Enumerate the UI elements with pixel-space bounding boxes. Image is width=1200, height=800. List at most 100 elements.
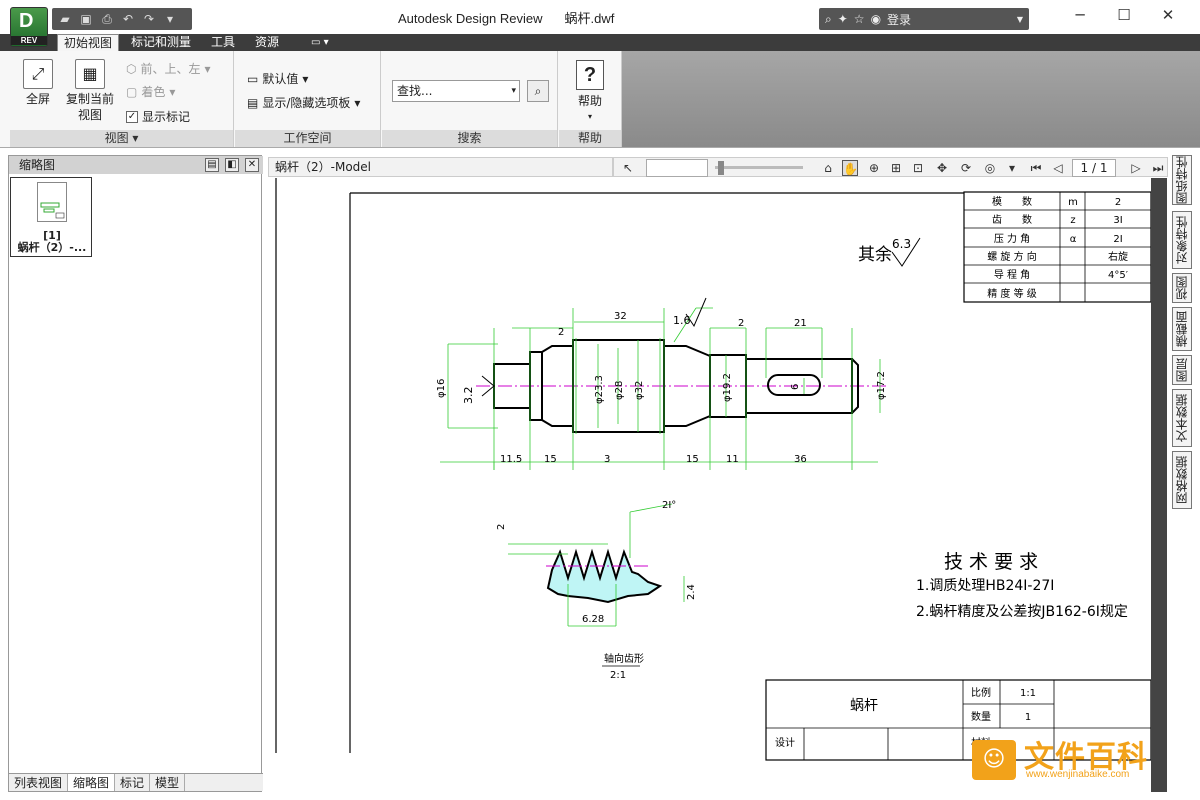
- dim-top: 2: [738, 318, 744, 329]
- customize-icon[interactable]: ▾: [166, 12, 174, 26]
- pane-title: 缩略图: [19, 158, 56, 172]
- page-thumbnail[interactable]: [1] 蜗杆（2）-...: [10, 177, 92, 257]
- page-number-input[interactable]: 1 / 1: [1072, 159, 1116, 177]
- first-page-icon[interactable]: ⏮: [1030, 161, 1042, 175]
- signin-dropdown-icon[interactable]: ▼: [1016, 14, 1023, 24]
- scale-label: 比例: [971, 686, 991, 699]
- roughness-label-2: 3.2: [462, 387, 475, 405]
- close-button[interactable]: ✕: [1161, 6, 1175, 24]
- tab-markups[interactable]: 标记: [115, 774, 151, 791]
- find-input[interactable]: 查找...▾: [392, 80, 520, 102]
- front-top-left-button[interactable]: ⬡前、上、左▾: [126, 60, 211, 77]
- find-dropdown-icon[interactable]: ▾: [511, 86, 516, 96]
- fullscreen-icon: ⤢: [23, 59, 53, 89]
- binoculars-icon[interactable]: ⌕: [825, 11, 832, 26]
- steering-wheel-icon[interactable]: ◎: [984, 161, 996, 175]
- ribbon: ⤢ 全屏 ▦ 复制当前 视图 ⬡前、上、左▾ ▢着色▾ ✓显示标记 视图 ▾ ▭…: [0, 51, 1200, 148]
- panel-workspace: ▭默认值▾ ▤显示/隐藏选项板▾ 工作空间: [235, 51, 381, 147]
- fit-window-icon[interactable]: ⊡: [912, 161, 924, 175]
- favorites-icon[interactable]: ☆: [853, 12, 865, 26]
- select-cursor-icon[interactable]: ↖: [622, 161, 634, 175]
- technical-requirements: 技 术 要 求 1.调质处理HB24I-27I 2.蜗杆精度及公差按JB162-…: [916, 551, 1128, 620]
- ribbon-minimize-icon[interactable]: ▭ ▾: [311, 37, 329, 48]
- thumbnail-preview: [37, 182, 67, 222]
- title-bar: D REV ▰ ▣ ⎙ ↶ ↷ ▾ Autodesk Design Review…: [0, 0, 1200, 47]
- view-toolbar: ↖ ⌂ ✋ ⊕ ⊞ ⊡ ✥ ⟳ ◎ ▾ ⏮ ◁ 1 / 1 ▷ ⏭: [613, 157, 1168, 177]
- default-workspace-button[interactable]: ▭默认值▾: [247, 70, 308, 87]
- help-button[interactable]: 帮助▾: [570, 93, 610, 125]
- tab-thumbnails[interactable]: 缩略图: [68, 774, 116, 791]
- thumbnail-drawing: [40, 202, 65, 219]
- pane-dock-icon[interactable]: ◧: [225, 158, 239, 172]
- fullscreen-button[interactable]: ⤢ 全屏: [18, 59, 58, 107]
- panel-view-title[interactable]: 视图 ▾: [10, 130, 233, 147]
- tab-markup-measure[interactable]: 标记和测量: [131, 35, 192, 49]
- panel-view-title-text: 视图: [104, 131, 129, 145]
- tab-tools[interactable]: 工具: [211, 35, 236, 49]
- comm-icon[interactable]: ✦: [837, 12, 848, 26]
- pane-options-icon[interactable]: ▤: [205, 158, 219, 172]
- tab-model[interactable]: 模型: [150, 774, 186, 791]
- zoom-icon[interactable]: ⊕: [868, 161, 880, 175]
- turntable-icon[interactable]: ⟳: [960, 161, 972, 175]
- file-name: 蜗杆.dwf: [564, 11, 615, 26]
- find-binoculars-icon[interactable]: ⌕: [527, 80, 549, 102]
- tab-sheet-properties[interactable]: 图纸特性: [1172, 155, 1192, 205]
- maximize-button[interactable]: ☐: [1117, 6, 1131, 24]
- pane-close-icon[interactable]: ✕: [245, 158, 259, 172]
- technical-drawing: 模 数 m 2 齿 数 z 3I 压 力 角 α 2I 螺 旋 方 向 右旋 导…: [275, 178, 1152, 761]
- spec-cell: 4°5′: [1108, 270, 1129, 281]
- open-icon[interactable]: ▰: [60, 12, 70, 26]
- copy-view-button[interactable]: ▦ 复制当前 视图: [64, 59, 116, 123]
- orbit-icon[interactable]: ✥: [936, 161, 948, 175]
- dim-vertical: φ28: [614, 381, 625, 400]
- panel-workspace-title: 工作空间: [235, 130, 380, 147]
- dropdown-icon: ▾: [354, 95, 361, 110]
- minimize-button[interactable]: ─: [1075, 6, 1085, 24]
- palette-side-tabs: 图纸特性 对象特性 视图 横截面 图层 文本数据 网格数据: [1172, 155, 1194, 515]
- dim-top: 21: [794, 318, 807, 329]
- tab-layers-label: 图层: [1175, 358, 1189, 382]
- tab-list-view[interactable]: 列表视图: [9, 774, 69, 791]
- tab-grid-data[interactable]: 网格数据: [1172, 451, 1192, 509]
- redo-icon[interactable]: ↷: [143, 12, 155, 26]
- undo-icon[interactable]: ↶: [122, 12, 134, 26]
- dim-bottom: 11: [726, 454, 739, 465]
- show-hide-palettes-button[interactable]: ▤显示/隐藏选项板▾: [247, 94, 360, 111]
- tab-object-properties[interactable]: 对象特性: [1172, 211, 1192, 269]
- home-icon[interactable]: ⌂: [824, 161, 832, 175]
- tab-resources[interactable]: 资源: [255, 35, 280, 49]
- zoom-slider[interactable]: [715, 166, 803, 169]
- tab-initial-view[interactable]: 初始视图: [57, 34, 120, 51]
- tab-cross-sections[interactable]: 横截面: [1172, 307, 1192, 351]
- tab-layers[interactable]: 图层: [1172, 355, 1192, 385]
- tab-text-data[interactable]: 文本数据: [1172, 389, 1192, 447]
- save-icon[interactable]: ▣: [80, 12, 92, 26]
- thumbnail-name: 蜗杆（2）-...: [17, 241, 87, 254]
- zoom-rectangle-icon[interactable]: ⊞: [890, 161, 902, 175]
- shading-button[interactable]: ▢着色▾: [126, 83, 175, 100]
- watermark: ☺ 文件百科 www.wenjinabaike.com: [972, 732, 1172, 788]
- next-page-icon[interactable]: ▷: [1131, 161, 1141, 175]
- drawing-canvas[interactable]: 模 数 m 2 齿 数 z 3I 压 力 角 α 2I 螺 旋 方 向 右旋 导…: [268, 178, 1167, 792]
- app-menu-button[interactable]: D REV: [10, 7, 48, 47]
- spec-cell: 右旋: [1108, 250, 1128, 263]
- last-page-icon[interactable]: ⏭: [1152, 161, 1164, 175]
- pan-icon[interactable]: ✋: [842, 160, 858, 176]
- show-markup-checkbox[interactable]: ✓显示标记: [126, 108, 190, 125]
- previous-page-icon[interactable]: ◁: [1053, 161, 1063, 175]
- zoom-combo[interactable]: [646, 159, 708, 177]
- logo-sub: REV: [11, 36, 47, 45]
- copy-view-label-1: 复制当前: [65, 92, 114, 106]
- print-icon[interactable]: ⎙: [102, 12, 112, 26]
- vertical-scrollbar[interactable]: [1151, 178, 1167, 792]
- spec-cell: 精 度 等 级: [987, 287, 1037, 300]
- panel-view: ⤢ 全屏 ▦ 复制当前 视图 ⬡前、上、左▾ ▢着色▾ ✓显示标记 视图 ▾: [10, 51, 234, 147]
- zoom-slider-handle[interactable]: [718, 161, 724, 175]
- help-icon[interactable]: ?: [576, 60, 604, 90]
- more-tools-icon[interactable]: ▾: [1008, 161, 1016, 175]
- tab-views[interactable]: 视图: [1172, 273, 1192, 303]
- signin-label[interactable]: 登录: [887, 12, 912, 27]
- spec-cell: 3I: [1113, 215, 1122, 226]
